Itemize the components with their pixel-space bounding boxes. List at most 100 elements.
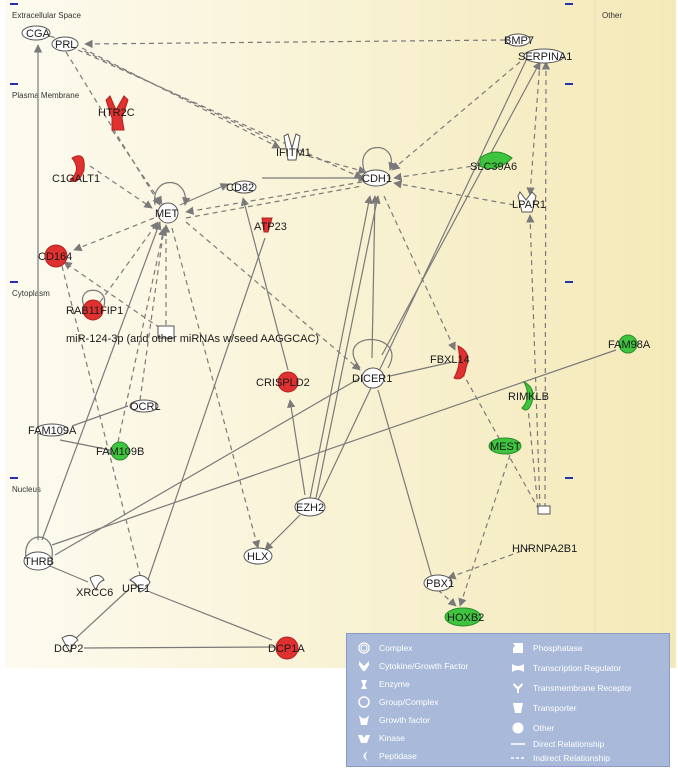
node-thrb[interactable] xyxy=(23,551,53,571)
indirect-edges xyxy=(49,35,551,607)
edge-crispld2-cd82 xyxy=(240,197,289,371)
legend-cytokine: Cytokine/Growth Factor xyxy=(357,660,468,672)
legend-kinase: Kinase xyxy=(357,732,405,744)
legend-indirect: Indirect Relationship xyxy=(511,752,610,764)
node-lpar1[interactable] xyxy=(517,191,537,213)
node-cdh1[interactable] xyxy=(361,169,391,187)
label-prl: PRL xyxy=(55,39,76,51)
label-c1galt1: C1GALT1 xyxy=(52,173,100,185)
label-bmp7: BMP7 xyxy=(504,35,534,47)
node-bmp7[interactable] xyxy=(505,33,531,47)
node-fam109a[interactable] xyxy=(35,423,69,437)
legend-direct: Direct Relationship xyxy=(511,738,604,750)
edge-prl-cdh1 xyxy=(77,49,363,179)
legend-peptidase: Peptidase xyxy=(357,750,417,762)
label-lpar1: LPAR1 xyxy=(512,199,546,211)
phosphatase-icon xyxy=(513,643,523,653)
node-dicer1[interactable] xyxy=(361,367,385,389)
label-met: MET xyxy=(155,208,179,220)
legend-phosphatase-label: Phosphatase xyxy=(533,643,583,653)
node-hlx[interactable] xyxy=(243,547,273,565)
layer-other: Other xyxy=(602,11,622,20)
legend-peptidase-label: Peptidase xyxy=(379,751,417,761)
node-cd82[interactable] xyxy=(231,180,257,194)
node-htr2c[interactable] xyxy=(105,95,129,131)
node-ocrl[interactable] xyxy=(129,399,159,413)
label-cd164: CD164 xyxy=(38,251,72,263)
label-fam98a: FAM98A xyxy=(608,339,651,351)
node-dcp1a[interactable] xyxy=(275,636,299,660)
edge-ezh2-hlx xyxy=(264,514,301,551)
node-upf1[interactable] xyxy=(129,575,151,593)
node-c1galt1[interactable] xyxy=(69,155,85,183)
edge-mir-cd164 xyxy=(63,261,161,329)
node-cga[interactable] xyxy=(21,25,51,41)
label-hlx: HLX xyxy=(247,551,269,563)
label-fam109b: FAM109B xyxy=(96,446,144,458)
label-cga: CGA xyxy=(26,28,51,40)
kinase-icon xyxy=(358,735,370,743)
label-htr2c: HTR2C xyxy=(98,107,135,119)
node-cd164[interactable] xyxy=(44,244,68,268)
label-rab11fip1: RAB11FIP1 xyxy=(66,305,123,317)
node-hnrnpa2b1[interactable] xyxy=(537,505,551,515)
node-atp23[interactable] xyxy=(261,217,273,233)
node-mest[interactable] xyxy=(488,437,522,455)
node-dcp2[interactable] xyxy=(61,634,79,654)
node-fam109b[interactable] xyxy=(110,441,130,461)
legend-direct-label: Direct Relationship xyxy=(533,739,605,749)
edge-thrb-xrcc6 xyxy=(49,565,89,583)
edge-upf1-atp23 xyxy=(147,237,266,581)
label-xrcc6: XRCC6 xyxy=(76,587,113,599)
node-pbx1[interactable] xyxy=(423,574,453,592)
legend-phosphatase: Phosphatase xyxy=(511,642,583,654)
edge-rab11fip1-met xyxy=(99,221,159,303)
peptidase-icon xyxy=(363,751,368,761)
edge-met-dicer1 xyxy=(185,221,361,371)
node-ifitm1[interactable] xyxy=(283,133,301,161)
legend-transmembrane-label: Transmembrane Receptor xyxy=(533,683,632,693)
legend-transporter-label: Transporter xyxy=(533,703,577,713)
node-crispld2[interactable] xyxy=(277,371,299,393)
node-ezh2[interactable] xyxy=(294,497,326,517)
node-fam98a[interactable] xyxy=(618,334,638,354)
edge-pbx1-hoxb2 xyxy=(437,589,457,607)
edge-upf1-dcp1a xyxy=(149,591,273,641)
edge-met-hlx xyxy=(171,227,261,549)
group-icon xyxy=(358,696,370,708)
edge-thrb-self xyxy=(25,536,53,559)
legend-group: Group/Complex xyxy=(357,696,439,708)
node-rimklb[interactable] xyxy=(521,380,534,411)
solid-line-icon xyxy=(511,743,525,745)
node-met[interactable] xyxy=(157,202,179,224)
node-rab11fip1[interactable] xyxy=(82,299,104,321)
node-prl[interactable] xyxy=(51,36,79,52)
layer-extracellular: Extracellular Space xyxy=(12,11,81,20)
edge-dcp2-dcp1a xyxy=(83,646,276,649)
node-slc39a6[interactable] xyxy=(479,151,513,170)
edge-hnrnpa2b1-serpina1 xyxy=(541,61,551,509)
label-dicer1: DICER1 xyxy=(352,373,392,385)
edge-serpina1-cdh1 xyxy=(391,61,521,171)
legend-growth-label: Growth factor xyxy=(379,715,431,725)
edge-dicer1-fbxl14 xyxy=(389,361,453,377)
node-fbxl14[interactable] xyxy=(453,345,469,380)
node-mir[interactable] xyxy=(157,325,175,339)
legend-cytokine-label: Cytokine/Growth Factor xyxy=(379,661,469,671)
node-serpina1[interactable] xyxy=(523,48,565,64)
edge-thrb-met xyxy=(41,221,162,541)
node-hoxb2[interactable] xyxy=(444,607,482,627)
nodes xyxy=(21,25,638,660)
node-xrcc6[interactable] xyxy=(89,574,105,592)
legend-group-label: Group/Complex xyxy=(379,697,439,707)
label-ocrl: OCRL xyxy=(130,401,161,413)
label-cdh1: CDH1 xyxy=(362,173,392,185)
edge-cdh1-self xyxy=(362,147,397,171)
edge-cd164-upf1 xyxy=(61,265,141,576)
edge-cdh1-fbxl14 xyxy=(383,195,456,351)
legend-transporter: Transporter xyxy=(511,702,577,714)
edge-ifitm1-cdh1 xyxy=(299,153,367,175)
node-labels: CGA PRL HTR2C IFITM1 BMP7 SERPINA1 SLC39… xyxy=(24,28,651,655)
